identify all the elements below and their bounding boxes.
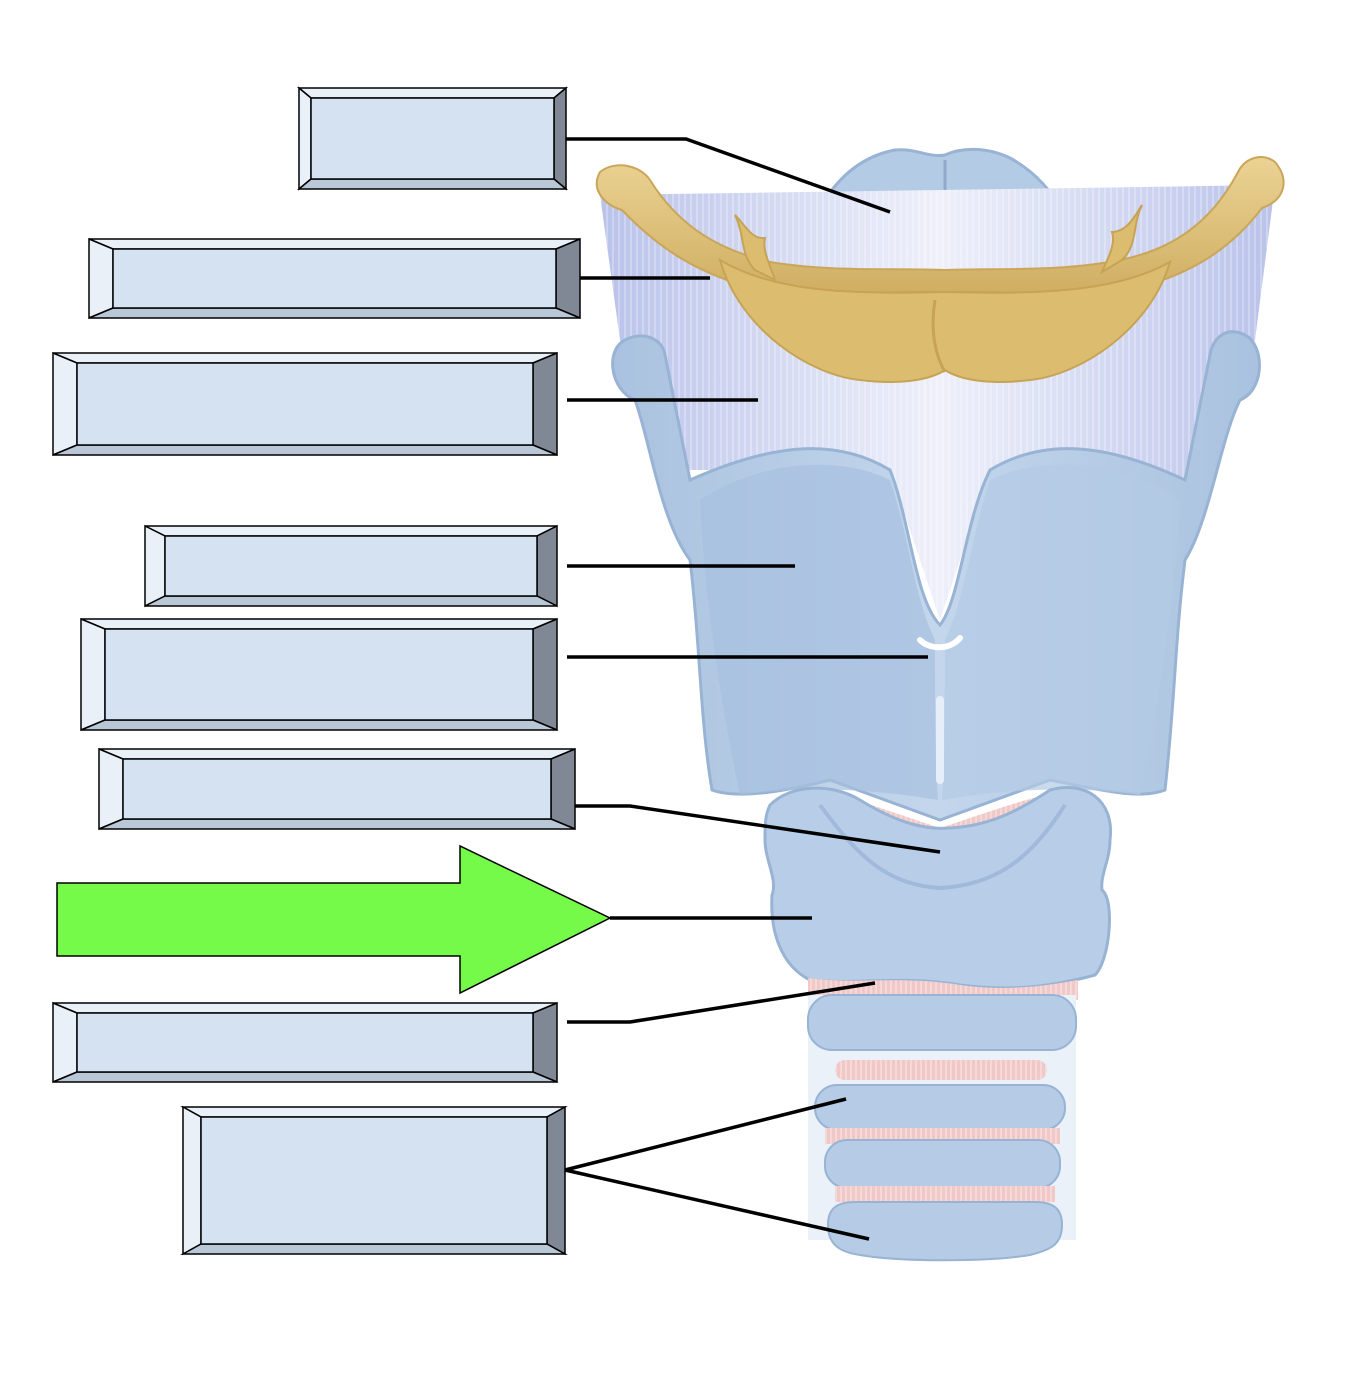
bevel-bottom <box>180 1243 568 1255</box>
bevel-right <box>550 747 576 831</box>
hyoid-body-midline <box>931 299 947 373</box>
trachea <box>807 994 1077 1262</box>
bevel-left <box>298 86 312 191</box>
bevel-right <box>553 86 567 191</box>
label-box-laryngeal-prominence[interactable] <box>80 617 558 732</box>
label-box-tracheal-cartilages[interactable] <box>180 1105 568 1256</box>
box-face <box>112 248 557 309</box>
bevel-top <box>296 87 569 99</box>
bevel-top <box>144 525 558 537</box>
leader-cricothyroid-ligament <box>575 804 941 854</box>
hyoid-lesser-horn-left <box>734 214 777 282</box>
bevel-right <box>555 237 581 320</box>
bevel-right <box>532 617 558 732</box>
bevel-bottom <box>296 178 569 190</box>
box-face <box>104 628 534 721</box>
bevel-right <box>536 524 558 608</box>
tracheal-ring-1-gap <box>835 1060 1047 1080</box>
box-face <box>310 97 555 180</box>
bevel-top <box>52 352 558 364</box>
bevel-bottom <box>52 1071 558 1083</box>
bevel-top <box>80 618 558 630</box>
label-boxes <box>52 86 581 1256</box>
label-box-cricotracheal-ligament[interactable] <box>52 1001 558 1084</box>
hyoid-body <box>718 257 1172 383</box>
bevel-top <box>88 238 581 250</box>
leader-epiglottis <box>566 137 891 214</box>
label-box-thyroid-cartilage[interactable] <box>144 524 558 608</box>
label-box-hyoid-bone[interactable] <box>88 237 581 320</box>
leader-lines <box>564 137 941 1241</box>
bevel-left <box>52 1001 78 1084</box>
tracheal-ring-1 <box>807 994 1077 1051</box>
bevel-left <box>88 237 114 320</box>
bevel-left <box>52 351 78 457</box>
hyoid-lesser-horn-right <box>1099 204 1143 275</box>
bevel-top <box>180 1106 568 1118</box>
bevel-left <box>144 524 166 608</box>
larynx-illustration <box>595 147 1285 1262</box>
tracheal-ring-4 <box>826 1201 1064 1262</box>
leader-tracheal-cartilages-lower <box>564 1168 870 1241</box>
thyroid-lamina-left <box>700 464 938 800</box>
bevel-bottom <box>144 595 558 607</box>
label-box-cricothyroid-ligament[interactable] <box>98 747 576 831</box>
bevel-bottom <box>52 444 558 456</box>
cricoid-inner-edge <box>818 803 1067 891</box>
box-face <box>76 362 534 446</box>
bevel-bottom <box>88 307 581 319</box>
box-face <box>200 1116 548 1245</box>
tracheal-ring-3 <box>824 1139 1061 1189</box>
highlight-arrow <box>56 844 612 995</box>
box-face <box>76 1012 534 1073</box>
bevel-right <box>546 1105 566 1256</box>
leader-cricotracheal-ligament <box>567 981 876 1024</box>
bevel-left <box>80 617 106 732</box>
bevel-top <box>52 1002 558 1014</box>
label-box-thyrohyoid-membrane[interactable] <box>52 351 558 457</box>
bevel-top <box>98 748 576 760</box>
box-face <box>122 758 552 820</box>
tracheal-ring-gap-3 <box>835 1186 1055 1202</box>
bevel-left <box>182 1105 202 1256</box>
bevel-bottom <box>80 719 558 731</box>
box-face <box>164 535 538 597</box>
thyroid-lamina-right <box>942 464 1180 800</box>
bevel-right <box>532 351 558 457</box>
leader-tracheal-cartilages-upper <box>564 1097 847 1172</box>
bevel-bottom <box>98 818 576 830</box>
bevel-left <box>98 747 124 831</box>
tracheal-ring-2 <box>814 1084 1066 1131</box>
label-box-epiglottis[interactable] <box>296 86 569 191</box>
laryngeal-prominence-highlight <box>917 635 963 651</box>
bevel-right <box>532 1001 558 1084</box>
